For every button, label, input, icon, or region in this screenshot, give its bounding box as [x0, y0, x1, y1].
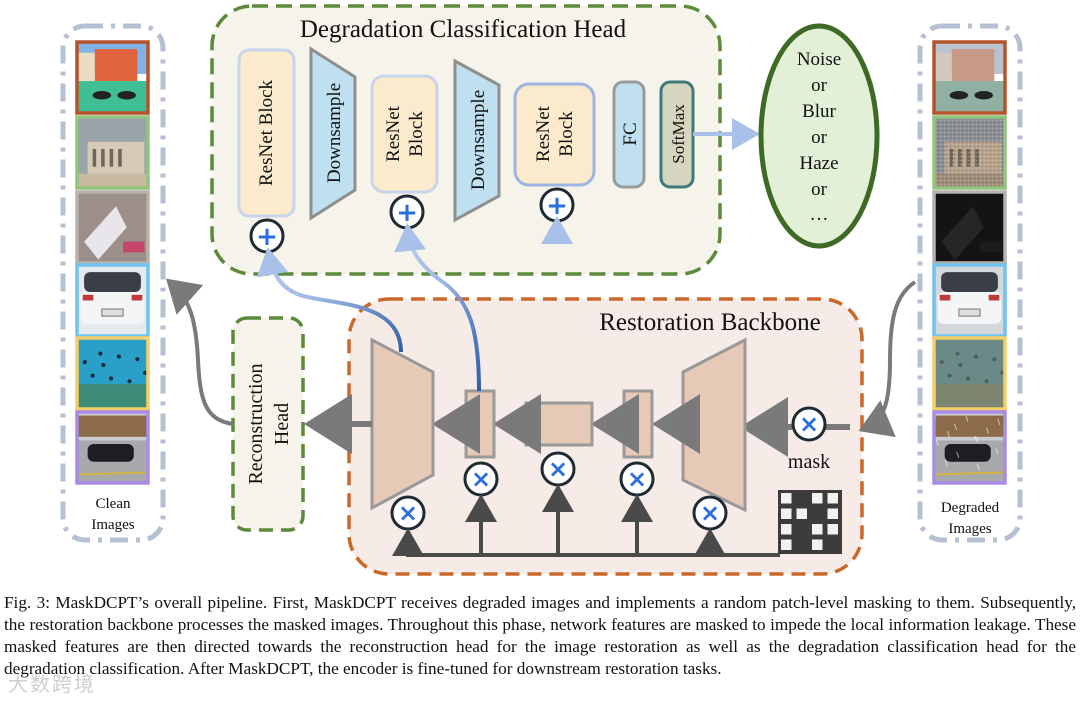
- degradation-classes-ellipse: Noise or Blur or Haze or …: [758, 23, 880, 249]
- mask-patch-visible: [812, 539, 823, 550]
- resnet-block-1: ResNet Block: [237, 48, 296, 218]
- add-op-1: +: [249, 218, 285, 254]
- fc-label: FC: [620, 122, 641, 145]
- mask-patch-visible: [827, 524, 838, 535]
- degraded-images-label-line2: Images: [948, 521, 991, 537]
- downsample-2-label: Downsample: [468, 90, 489, 190]
- plus-icon: +: [546, 191, 568, 221]
- image-thumbnail-greek-temple-noisy: [932, 115, 1007, 190]
- plus-icon: +: [256, 222, 278, 252]
- fc-layer: FC: [612, 80, 646, 189]
- clean-images-label-line1: Clean: [96, 496, 131, 512]
- class-or-2: or: [811, 127, 828, 148]
- mask-distribution-bus: [392, 484, 780, 557]
- mask-patch-visible: [796, 508, 807, 519]
- multiply-icon: ×: [627, 465, 647, 493]
- image-thumbnail-parking-lot-rainy: [932, 410, 1007, 485]
- downsample-1-label: Downsample: [324, 83, 345, 183]
- degraded-images-frame: [917, 23, 1023, 543]
- image-thumbnail-venice-canal: [75, 40, 150, 115]
- class-blur: Blur: [802, 101, 836, 122]
- image-thumbnail-white-car: [75, 263, 150, 338]
- multiply-icon: ×: [471, 465, 491, 493]
- degraded-image-stack: [932, 40, 1007, 485]
- restoration-backbone: Restoration Backbone × mask × ×: [347, 297, 864, 576]
- resnet-block-3-label-line1: ResNet: [533, 105, 554, 162]
- multiply-icon: ×: [700, 499, 720, 527]
- multiply-op-decoder: ×: [390, 495, 426, 531]
- multiply-op-input-mask: ×: [791, 406, 827, 442]
- reconstruction-head: Reconstruction Head: [231, 316, 305, 532]
- class-haze: Haze: [799, 153, 838, 174]
- image-thumbnail-underwater-fish-turbid: [932, 336, 1007, 411]
- softmax-label: SoftMax: [669, 104, 688, 164]
- clean-images-panel: Clean Images: [60, 23, 166, 543]
- mask-patch-visible: [781, 539, 792, 550]
- image-thumbnail-open-book-lowlight: [932, 190, 1007, 265]
- downsample-1: Downsample: [309, 46, 357, 221]
- multiply-op-encoder-stage: ×: [619, 461, 655, 497]
- softmax-layer: SoftMax: [659, 80, 695, 189]
- clean-image-stack: [75, 40, 150, 485]
- mask-patch-visible: [827, 508, 838, 519]
- reconstruction-to-clean-arrow: [166, 278, 234, 426]
- reconstruction-head-label-line1: Reconstruction: [245, 363, 267, 484]
- image-thumbnail-underwater-fish: [75, 336, 150, 411]
- add-op-2: +: [389, 194, 425, 230]
- plus-icon: +: [396, 198, 418, 228]
- skip-connection-stage-to-head: [394, 223, 481, 392]
- mask-patch-visible: [781, 524, 792, 535]
- downsample-2: Downsample: [453, 58, 501, 223]
- multiply-icon: ×: [398, 499, 418, 527]
- class-noise: Noise: [797, 49, 841, 70]
- image-thumbnail-open-book: [75, 190, 150, 265]
- resnet-block-2-label-line1: ResNet: [383, 105, 404, 162]
- clean-images-label-line2: Images: [91, 517, 134, 533]
- degraded-to-backbone-arrow: [858, 280, 917, 438]
- class-ellipsis: …: [810, 204, 829, 225]
- pipeline-diagram: Clean Images Degraded Images Degradation…: [60, 4, 1023, 576]
- clean-images-frame: [60, 23, 166, 543]
- decoder-block: [370, 337, 435, 511]
- resnet-block-3: ResNet Block: [513, 82, 596, 187]
- multiply-icon: ×: [548, 455, 568, 483]
- resnet-block-2-label-line2: Block: [406, 111, 427, 157]
- bottleneck-block: [524, 401, 594, 447]
- reconstruction-head-label-line2: Head: [271, 403, 293, 445]
- resnet-block-1-label: ResNet Block: [256, 79, 277, 186]
- degraded-images-panel: Degraded Images: [917, 23, 1023, 543]
- image-thumbnail-venice-canal-hazy: [932, 40, 1007, 115]
- degradation-classification-head: Degradation Classification Head ResNet B…: [210, 4, 722, 276]
- random-patch-mask-grid: [778, 490, 842, 554]
- image-thumbnail-greek-temple: [75, 115, 150, 190]
- figure-caption: Fig. 3: MaskDCPT’s overall pipeline. Fir…: [4, 593, 1076, 678]
- mask-patch-visible: [812, 524, 823, 535]
- image-thumbnail-parking-lot-rain: [75, 410, 150, 485]
- class-or-3: or: [811, 179, 828, 200]
- backbone-title: Restoration Backbone: [599, 309, 820, 336]
- degraded-images-label-line1: Degraded: [941, 500, 1000, 516]
- mask-patch-visible: [781, 493, 792, 504]
- mask-patch-visible: [812, 493, 823, 504]
- mask-patch-visible: [781, 508, 792, 519]
- skip-connection-decoder-to-head: [256, 247, 403, 353]
- watermark: 大数跨境: [8, 672, 96, 696]
- multiply-op-decoder-stage: ×: [463, 461, 499, 497]
- multiply-icon: ×: [799, 410, 819, 438]
- mask-label: mask: [788, 451, 830, 473]
- multiply-op-bottleneck: ×: [540, 451, 576, 487]
- image-thumbnail-white-car-blurred: [932, 263, 1007, 338]
- mask-patch-visible: [827, 493, 838, 504]
- multiply-op-encoder: ×: [692, 495, 728, 531]
- encoder-stage-block: [622, 389, 654, 459]
- add-op-3: +: [539, 187, 575, 223]
- decoder-stage-block: [464, 389, 496, 459]
- resnet-block-2: ResNet Block: [370, 74, 439, 194]
- degradation-head-title: Degradation Classification Head: [300, 16, 627, 43]
- class-or-1: or: [811, 75, 828, 96]
- resnet-block-3-label-line2: Block: [556, 111, 577, 157]
